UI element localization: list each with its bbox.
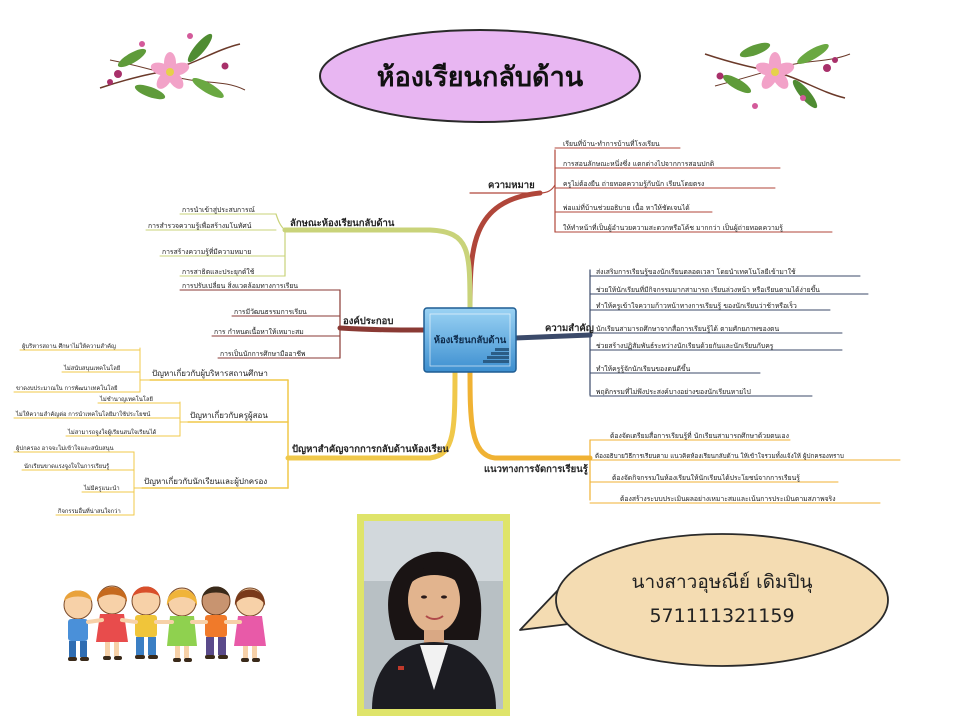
problems-group-1-item-3: ขาดงบประมาณใน การพัฒนาเทคโนโลยี (16, 384, 117, 392)
meaning-item-4: พ่อแม่ที่บ้านช่วยอธิบาย เนื้อ หาให้ชัดเจ… (563, 202, 690, 212)
flower-decoration-left (99, 33, 246, 100)
branch-characteristics: ลักษณะห้องเรียนกลับด้าน การนำเข้าสู่ประส… (148, 206, 395, 276)
branch-label-problems: ปัญหาสำคัญจากการกลับด้านห้องเรียน (292, 443, 449, 455)
components-item-4: การเป็นนักการศึกษามืออาชีพ (220, 349, 306, 358)
meaning-item-1: เรียนที่บ้าน-ทำการบ้านที่โรงเรียน (563, 139, 660, 148)
connectors (13, 147, 901, 516)
characteristics-item-3: การสร้างความรู้ที่มีความหมาย (162, 247, 251, 256)
branch-meaning: ความหมาย เรียนที่บ้าน-ทำการบ้านที่โรงเรี… (488, 139, 783, 232)
problems-group-3-label: ปัญหาเกี่ยวกับนักเรียนและผู้ปกครอง (144, 475, 267, 487)
guidelines-item-2: ต้องอธิบายวิธีการเรียนตาม แนวคิดห้องเรีย… (595, 451, 844, 460)
components-item-3: การ กำหนดเนื้อหาให้เหมาะสม (214, 326, 304, 336)
guidelines-item-3: ต้องจัดกิจกรรมในห้องเรียนให้นักเรียนได้ป… (612, 473, 800, 482)
title-bubble: ห้องเรียนกลับด้าน (319, 29, 641, 123)
problems-group-3-item-2: นักเรียนขาดแรงจูงใจในการเรียนรู้ (24, 462, 109, 470)
stairs-icon (483, 348, 509, 363)
student-photo (357, 514, 510, 716)
center-node: ห้องเรียนกลับด้าน (423, 307, 517, 373)
student-name: นางสาวอุษณีย์ เดิมปินุ (631, 571, 812, 594)
page-title: ห้องเรียนกลับด้าน (377, 62, 584, 93)
branch-label-components: องค์ประกอบ (343, 315, 393, 327)
branch-importance: ความสำคัญ ส่งเสริมการเรียนรู้ของนักเรียน… (545, 267, 820, 396)
branch-guidelines: แนวทางการจัดการเรียนรู้ ต้องจัดเตรียมสื่… (484, 431, 844, 503)
children-illustration (63, 585, 266, 662)
importance-item-4: นักเรียนสามารถศึกษาจากสื่อการเรียนรู้ได้… (596, 324, 779, 333)
problems-group-1-item-2: ไม่สนับสนุนเทคโนโลยี (63, 364, 120, 372)
guidelines-item-4: ต้องสร้างระบบประเมินผลอย่างเหมาะสมและเน้… (620, 495, 836, 503)
student-id: 571111321159 (649, 605, 794, 627)
branch-label-guidelines: แนวทางการจัดการเรียนรู้ (484, 463, 589, 476)
importance-item-7: พฤติกรรมที่ไม่พึงประสงค์บางอย่างของนักเร… (596, 387, 751, 396)
speech-bubble: นางสาวอุษณีย์ เดิมปินุ 571111321159 (519, 533, 889, 667)
characteristics-item-2: การสำรวจความรู้เพื่อสร้างมโนทัศน์ (148, 221, 252, 230)
branch-problems: ปัญหาสำคัญจากการกลับด้านห้องเรียน ปัญหาเ… (15, 342, 449, 515)
problems-group-1-label: ปัญหาเกี่ยวกับผู้บริหารสถานศึกษา (152, 367, 268, 379)
branch-label-meaning: ความหมาย (488, 180, 535, 191)
meaning-item-2: การสอนลักษณะหนึ่งซึ่ง แตกต่างไปจากการสอน… (563, 159, 714, 168)
problems-group-2-item-3: ไม่สามารถจูงใจผู้เรียนสนใจเรียนได้ (67, 428, 157, 436)
characteristics-item-4: การสาธิตและประยุกต์ใช้ (182, 268, 255, 276)
importance-item-3: ทำให้ครูเข้าใจความก้าวหน้าทางการเรียนรู้… (596, 301, 797, 310)
components-item-1: การปรับเปลี่ยน สิ่งแวดล้อมทางการเรียน (182, 281, 298, 290)
problems-group-2-item-2: ไม่ให้ความสำคัญต่อ การนำเทคโนโลยีมาใช้ปร… (15, 410, 150, 418)
branch-components: องค์ประกอบ การปรับเปลี่ยน สิ่งแวดล้อมทาง… (182, 281, 393, 358)
guidelines-item-1: ต้องจัดเตรียมสื่อการเรียนรู้ที่ นักเรียน… (610, 431, 789, 440)
importance-item-2: ช่วยให้นักเรียนที่มีกิจกรรมมากสามารถ เรี… (596, 284, 820, 294)
components-item-2: การมีวัฒนธรรมการเรียน (234, 308, 307, 316)
flower-decoration-right (704, 42, 851, 109)
meaning-item-3: ครูไม่ต้องยืน ถ่ายทอดความรู้กับนัก เรียน… (563, 179, 704, 188)
meaning-item-5: ให้ทำหน้าที่เป็นผู้อำนวยความสะดวกหรือโค้… (563, 223, 783, 232)
problems-group-2-label: ปัญหาเกี่ยวกับครูผู้สอน (190, 409, 268, 421)
characteristics-item-1: การนำเข้าสู่ประสบการณ์ (182, 206, 256, 214)
branch-label-characteristics: ลักษณะห้องเรียนกลับด้าน (290, 217, 395, 229)
importance-item-1: ส่งเสริมการเรียนรู้ของนักเรียนตลอดเวลา โ… (596, 267, 796, 276)
problems-group-1-item-1: ผู้บริหารสถาน ศึกษาไม่ให้ความสำคัญ (22, 342, 116, 350)
importance-item-6: ทำให้ครูรู้จักนักเรียนของตนดีขึ้น (596, 363, 691, 373)
problems-group-2-item-1: ไม่ชำนาญเทคโนโลยี (99, 395, 153, 403)
center-node-label: ห้องเรียนกลับด้าน (434, 334, 507, 346)
branch-label-importance: ความสำคัญ (545, 323, 594, 334)
problems-group-3-item-1: ผู้ปกครอง อาจจะไม่เข้าใจและสนับสนุน (16, 444, 114, 452)
problems-group-3-item-3: ไม่มีครูแนะนำ (83, 484, 120, 492)
problems-group-3-item-4: กิจกรรมอื่นที่น่าสนใจกว่า (58, 507, 121, 515)
importance-item-5: ช่วยสร้างปฏิสัมพันธ์ระหว่างนักเรียนด้วยก… (596, 342, 774, 350)
